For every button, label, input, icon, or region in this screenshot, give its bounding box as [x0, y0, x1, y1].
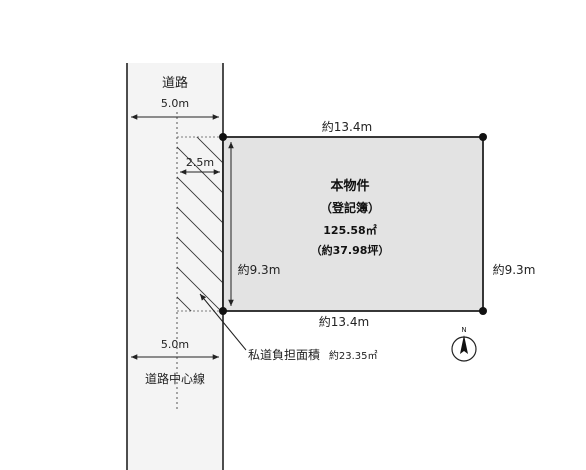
road-width-bottom-label: 5.0m [161, 338, 189, 351]
lot-left-length: 約9.3m [238, 262, 281, 277]
lot-name: 本物件 [330, 178, 369, 194]
compass-icon: N [451, 326, 477, 362]
lot-outline [222, 136, 484, 312]
lot-right-length: 約9.3m [493, 262, 536, 277]
lot-top-length: 約13.4m [322, 119, 372, 134]
private-road-leader-line [199, 293, 247, 351]
private-road-area-label: 私道負担面積 約23.35㎡ [248, 347, 377, 362]
lot-corner-bottom-left [219, 307, 227, 315]
lot-area-tsubo: （約37.98坪） [311, 243, 390, 257]
road-strip [127, 63, 223, 470]
lot-corner-top-right [479, 133, 487, 141]
road-width-top-label: 5.0m [161, 97, 189, 110]
lot-registry-label: （登記簿） [320, 200, 380, 215]
setback-label: 2.5m [186, 156, 214, 169]
private-road-area-value: 約23.35㎡ [329, 349, 378, 362]
lot-corner-top-left [219, 133, 227, 141]
lot-area-sqm: 125.58㎡ [323, 223, 376, 237]
road-title: 道路 [162, 75, 188, 91]
compass-north-label: N [461, 326, 466, 334]
centerline-label: 道路中心線 [145, 371, 205, 386]
lot-corner-bottom-right [479, 307, 487, 315]
lot-bottom-length: 約13.4m [319, 314, 369, 329]
private-road-area-title: 私道負担面積 [248, 347, 320, 362]
